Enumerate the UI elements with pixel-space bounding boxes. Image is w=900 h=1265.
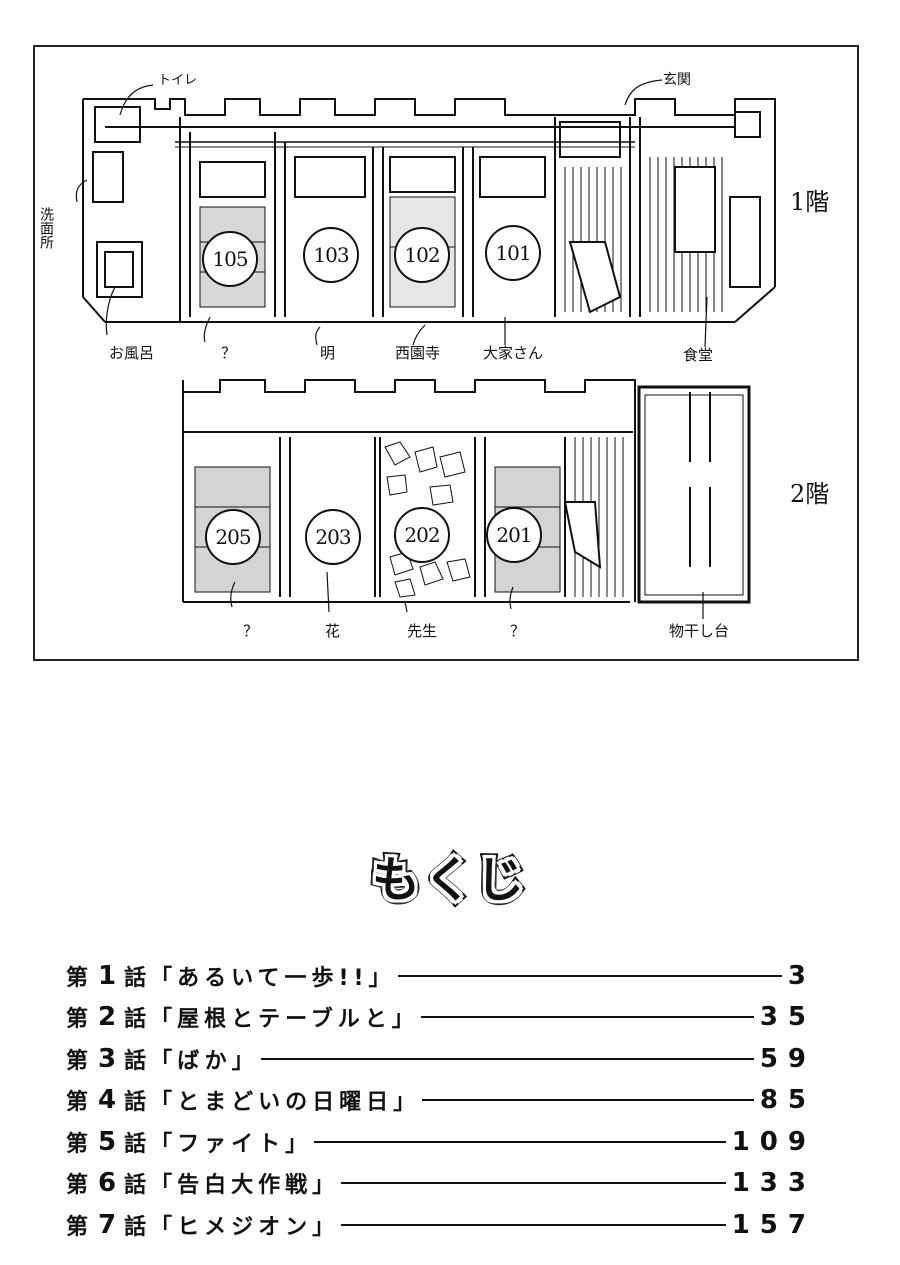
chapter-prefix: 第 [66, 965, 91, 991]
chapter-page: 3 [787, 960, 816, 991]
toc-entry[interactable]: 第 6 話 「告白大作戦」 133 [66, 1163, 806, 1205]
chapter-title: 「とまどいの日曜日」 [150, 1090, 421, 1116]
toc-list: 第 1 話 「あるいて一歩!!」 3 第 2 話 「屋根とテーブルと」 35 第… [66, 955, 806, 1246]
leader-line [420, 1016, 754, 1019]
label-room205-occupant: ？ [243, 622, 259, 640]
toc-entry[interactable]: 第 1 話 「あるいて一歩!!」 3 [66, 955, 806, 997]
chapter-number: 2 [98, 1002, 117, 1033]
chapter-title: 「告白大作戦」 [150, 1173, 340, 1199]
leader-line [422, 1099, 754, 1102]
toc-title-text: もくじ [371, 852, 528, 908]
chapter-number: 6 [98, 1168, 117, 1199]
chapter-suffix: 話 [124, 1214, 147, 1240]
chapter-suffix: 話 [124, 965, 147, 991]
label-drying-deck: 物干し台 [669, 622, 730, 640]
toc-title-inner: もくじ [369, 849, 528, 911]
chapter-prefix: 第 [66, 1048, 91, 1074]
leader-line [341, 1223, 726, 1226]
label-room105-occupant: ？ [221, 344, 237, 362]
chapter-number: 7 [98, 1209, 117, 1240]
label-dining: 食堂 [683, 346, 714, 364]
room-badge-102: 102 [394, 227, 450, 283]
chapter-title: 「ばか」 [150, 1048, 259, 1074]
chapter-number: 5 [98, 1126, 117, 1157]
leader-line [314, 1140, 726, 1143]
chapter-prefix: 第 [66, 1214, 91, 1240]
room-badge-205: 205 [205, 509, 261, 565]
chapter-number: 3 [98, 1043, 117, 1074]
chapter-suffix: 話 [124, 1007, 147, 1033]
annotation-leaders [75, 79, 708, 619]
chapter-page: 85 [759, 1085, 816, 1116]
chapter-page: 133 [731, 1168, 816, 1199]
chapter-title: 「ヒメジオン」 [150, 1214, 340, 1240]
chapter-number: 1 [98, 960, 117, 991]
label-room203-occupant: 花 [325, 622, 341, 640]
leader-line [397, 974, 782, 977]
floor2-building [182, 379, 751, 604]
room-badge-202: 202 [394, 507, 450, 563]
label-washroom: 洗面所 [38, 207, 54, 249]
room-badge-201: 201 [486, 507, 542, 563]
chapter-page: 59 [759, 1043, 816, 1074]
label-toilet: トイレ [158, 73, 198, 88]
chapter-title: 「屋根とテーブルと」 [150, 1007, 419, 1033]
floor1-label: 1階 [790, 188, 830, 216]
room-badge-103: 103 [303, 227, 359, 283]
chapter-title: 「ファイト」 [150, 1131, 313, 1157]
toc-entry[interactable]: 第 3 話 「ばか」 59 [66, 1038, 806, 1080]
chapter-prefix: 第 [66, 1007, 91, 1033]
leader-line [341, 1182, 726, 1185]
toc-entry[interactable]: 第 2 話 「屋根とテーブルと」 35 [66, 997, 806, 1039]
room-badge-101: 101 [485, 225, 541, 281]
chapter-page: 109 [731, 1126, 816, 1157]
toc-title-outline: もくじ [367, 847, 529, 913]
chapter-suffix: 話 [124, 1131, 147, 1157]
room-badge-105: 105 [202, 231, 258, 287]
toc-entry[interactable]: 第 5 話 「ファイト」 109 [66, 1121, 806, 1163]
label-entrance: 玄関 [663, 72, 691, 88]
chapter-prefix: 第 [66, 1090, 91, 1116]
label-bath: お風呂 [109, 344, 155, 362]
toc-entry[interactable]: 第 7 話 「ヒメジオン」 157 [66, 1204, 806, 1246]
floor-plan-drawing [75, 79, 776, 619]
chapter-prefix: 第 [66, 1131, 91, 1157]
chapter-number: 4 [98, 1085, 117, 1116]
floor1-building [82, 98, 776, 323]
label-room201-occupant: ？ [510, 622, 526, 640]
chapter-title: 「あるいて一歩!!」 [150, 965, 396, 991]
chapter-suffix: 話 [124, 1173, 147, 1199]
label-room103-occupant: 明 [320, 344, 336, 362]
label-room102-occupant: 西園寺 [395, 344, 441, 362]
label-room101-occupant: 大家さん [483, 344, 544, 362]
toc-entry[interactable]: 第 4 話 「とまどいの日曜日」 85 [66, 1080, 806, 1122]
toc-title: もくじ もくじ もくじ [350, 845, 550, 913]
chapter-suffix: 話 [124, 1048, 147, 1074]
chapter-prefix: 第 [66, 1173, 91, 1199]
leader-line [260, 1057, 754, 1060]
label-room202-occupant: 先生 [407, 622, 438, 640]
chapter-page: 157 [731, 1209, 816, 1240]
floor-plan-frame: 105 103 102 101 205 203 202 201 1階 2階 トイ… [33, 45, 859, 661]
floor2-label: 2階 [790, 480, 830, 508]
chapter-page: 35 [759, 1002, 816, 1033]
room-badge-203: 203 [305, 509, 361, 565]
chapter-suffix: 話 [124, 1090, 147, 1116]
